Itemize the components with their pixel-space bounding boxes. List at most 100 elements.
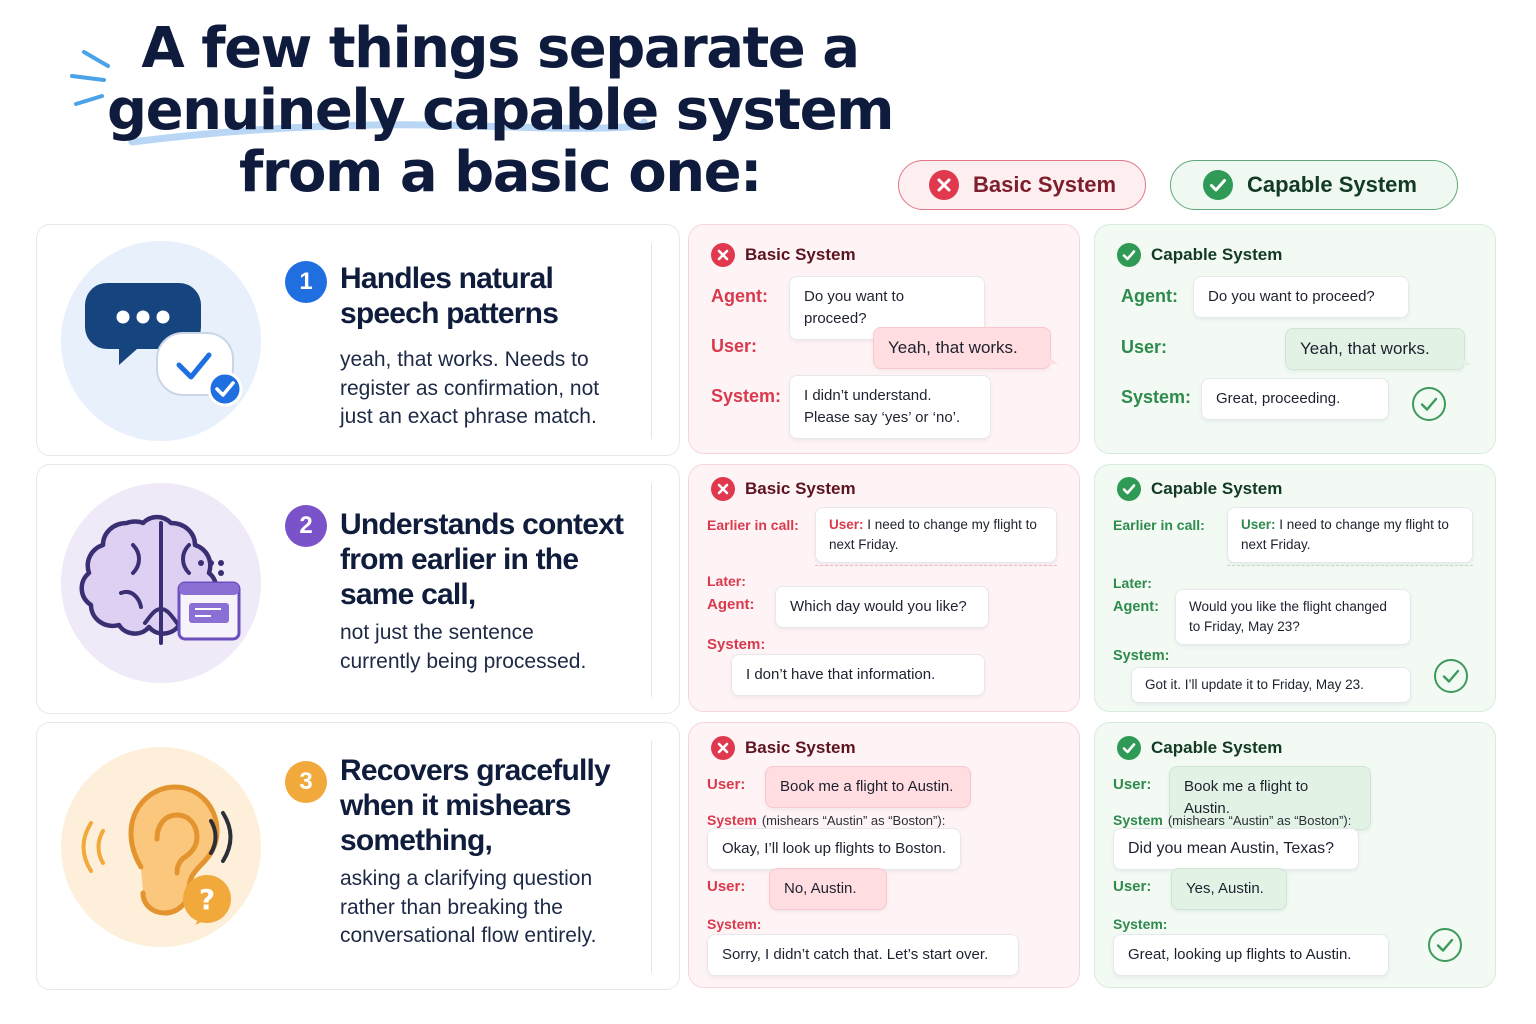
capable-panel-title: Capable System bbox=[1151, 738, 1283, 757]
user-label: User: bbox=[707, 878, 746, 895]
capable-panel-title: Capable System bbox=[1151, 479, 1283, 498]
legend-capable-system: Capable System bbox=[1170, 160, 1458, 210]
system-message: Great, looking up flights to Austin. bbox=[1113, 934, 1389, 976]
feature-number-3: 3 bbox=[285, 761, 327, 803]
check-circle-icon bbox=[1117, 243, 1141, 267]
earlier-in-call-label: Earlier in call: bbox=[1113, 517, 1205, 533]
earlier-user-text: I need to change my flight to next Frida… bbox=[829, 517, 1037, 552]
system-message: Got it. I’ll update it to Friday, May 23… bbox=[1131, 667, 1411, 703]
agent-label: Agent: bbox=[1113, 599, 1159, 615]
legend-basic-label: Basic System bbox=[973, 172, 1117, 197]
basic-panel-header: Basic System bbox=[711, 243, 856, 267]
earlier-user-message: User: I need to change my flight to next… bbox=[815, 507, 1057, 563]
x-circle-icon bbox=[711, 477, 735, 501]
speech-bubble-check-icon bbox=[85, 283, 243, 407]
feature-card-1: 1 Handles natural speech patterns yeah, … bbox=[36, 224, 680, 456]
system-message: Did you mean Austin, Texas? bbox=[1113, 828, 1359, 870]
feature-desc-3: asking a clarifying question rather than… bbox=[340, 867, 597, 947]
system-label: System: bbox=[1113, 916, 1168, 932]
capable-panel-header: Capable System bbox=[1117, 243, 1282, 267]
earlier-user-text: I need to change my flight to next Frida… bbox=[1241, 517, 1449, 552]
feature-number-1: 1 bbox=[285, 261, 327, 303]
system-label: System: bbox=[1113, 648, 1170, 664]
title-line-1: A few things separate a bbox=[141, 16, 860, 81]
agent-label: Agent: bbox=[707, 596, 755, 613]
x-circle-icon bbox=[929, 170, 959, 200]
check-circle-icon bbox=[1117, 736, 1141, 760]
user-label: User: bbox=[1121, 337, 1168, 357]
system-mishear-label: System (mishears “Austin” as “Boston”): bbox=[707, 812, 945, 828]
mishear-note: (mishears “Austin” as “Boston”): bbox=[1167, 813, 1352, 828]
title-line-3: from a basic one: bbox=[239, 140, 762, 205]
check-circle-icon bbox=[1203, 170, 1233, 200]
basic-panel-1: Basic System Agent: Do you want to proce… bbox=[688, 224, 1080, 454]
system-message: Great, proceeding. bbox=[1201, 378, 1389, 420]
check-outline-icon bbox=[1428, 928, 1462, 962]
basic-panel-3: Basic System User: Book me a flight to A… bbox=[688, 722, 1080, 988]
feature-illustration-3: ? bbox=[61, 747, 261, 947]
system-message: Okay, I’ll look up flights to Boston. bbox=[707, 828, 961, 870]
bubble-tail bbox=[1048, 356, 1058, 364]
system-label: System: bbox=[707, 916, 762, 932]
feature-title-1: Handles natural speech patterns bbox=[340, 262, 559, 330]
legend-basic-system: Basic System bbox=[898, 160, 1146, 210]
bubble-tail bbox=[1462, 357, 1472, 365]
user-label: User: bbox=[1113, 776, 1152, 793]
capable-panel-header: Capable System bbox=[1117, 736, 1282, 760]
brain-window-icon bbox=[79, 514, 241, 645]
title-line-2: genuinely capable system bbox=[107, 78, 894, 143]
system-label-text: System bbox=[707, 812, 757, 828]
capable-panel-title: Capable System bbox=[1151, 245, 1283, 264]
system-mishear-label: System (mishears “Austin” as “Boston”): bbox=[1113, 812, 1351, 828]
feature-illustration-2 bbox=[61, 483, 261, 683]
dashed-divider bbox=[1227, 565, 1473, 566]
user-label: User: bbox=[1113, 878, 1152, 895]
feature-card-2: 2 Understands context from earlier in th… bbox=[36, 464, 680, 714]
page-title: A few things separate a genuinely capabl… bbox=[60, 18, 940, 204]
feature-desc-2: not just the sentence currently being pr… bbox=[340, 621, 587, 673]
x-circle-icon bbox=[711, 736, 735, 760]
feature-desc-1: yeah, that works. Needs to register as c… bbox=[340, 348, 600, 428]
basic-panel-header: Basic System bbox=[711, 736, 856, 760]
system-label: System: bbox=[711, 386, 782, 406]
agent-label: Agent: bbox=[711, 286, 768, 306]
system-message: I didn’t understand. Please say ‘yes’ or… bbox=[789, 375, 991, 439]
check-outline-icon bbox=[1434, 659, 1468, 693]
user-message: Book me a flight to Austin. bbox=[1169, 766, 1371, 830]
system-label: System: bbox=[1121, 387, 1192, 407]
agent-message: Do you want to proceed? bbox=[1193, 276, 1409, 318]
svg-text:?: ? bbox=[199, 883, 215, 916]
user-message: Yeah, that works. bbox=[1285, 328, 1472, 370]
feature-card-3: ? 3 Recovers gracefully when it mishears… bbox=[36, 722, 680, 990]
user-label: User: bbox=[711, 336, 758, 356]
ear-question-icon: ? bbox=[81, 784, 233, 925]
feature-title-2: Understands context from earlier in the … bbox=[340, 508, 624, 611]
agent-message: Would you like the flight changed to Fri… bbox=[1175, 589, 1411, 645]
basic-panel-title: Basic System bbox=[745, 738, 856, 757]
system-label: System: bbox=[707, 636, 766, 653]
earlier-user-label: User: bbox=[1241, 517, 1276, 532]
card-divider bbox=[651, 741, 652, 973]
capable-panel-2: Capable System Earlier in call: User: I … bbox=[1094, 464, 1496, 712]
system-message-line-2: Please say ‘yes’ or ‘no’. bbox=[804, 409, 961, 426]
basic-panel-title: Basic System bbox=[745, 479, 856, 498]
mishear-note: (mishears “Austin” as “Boston”): bbox=[761, 813, 946, 828]
legend-capable-label: Capable System bbox=[1247, 172, 1417, 197]
earlier-user-message: User: I need to change my flight to next… bbox=[1227, 507, 1473, 563]
feature-number-2: 2 bbox=[285, 505, 327, 547]
user-message: Yes, Austin. bbox=[1171, 868, 1287, 910]
sparkle-lines-icon bbox=[70, 50, 110, 106]
system-message: I don’t have that information. bbox=[731, 654, 985, 696]
card-divider bbox=[651, 243, 652, 439]
check-circle-icon bbox=[1117, 477, 1141, 501]
feature-row-2: 2 Understands context from earlier in th… bbox=[36, 464, 1496, 714]
user-message-text: Yeah, that works. bbox=[1300, 339, 1430, 358]
system-label-text: System bbox=[1113, 812, 1163, 828]
basic-panel-2: Basic System Earlier in call: User: I ne… bbox=[688, 464, 1080, 712]
agent-message: Which day would you like? bbox=[775, 586, 989, 628]
user-message: No, Austin. bbox=[769, 868, 887, 910]
dashed-divider bbox=[815, 565, 1057, 566]
title-underline bbox=[128, 118, 648, 146]
user-message: Book me a flight to Austin. bbox=[765, 766, 971, 808]
x-circle-icon bbox=[711, 243, 735, 267]
